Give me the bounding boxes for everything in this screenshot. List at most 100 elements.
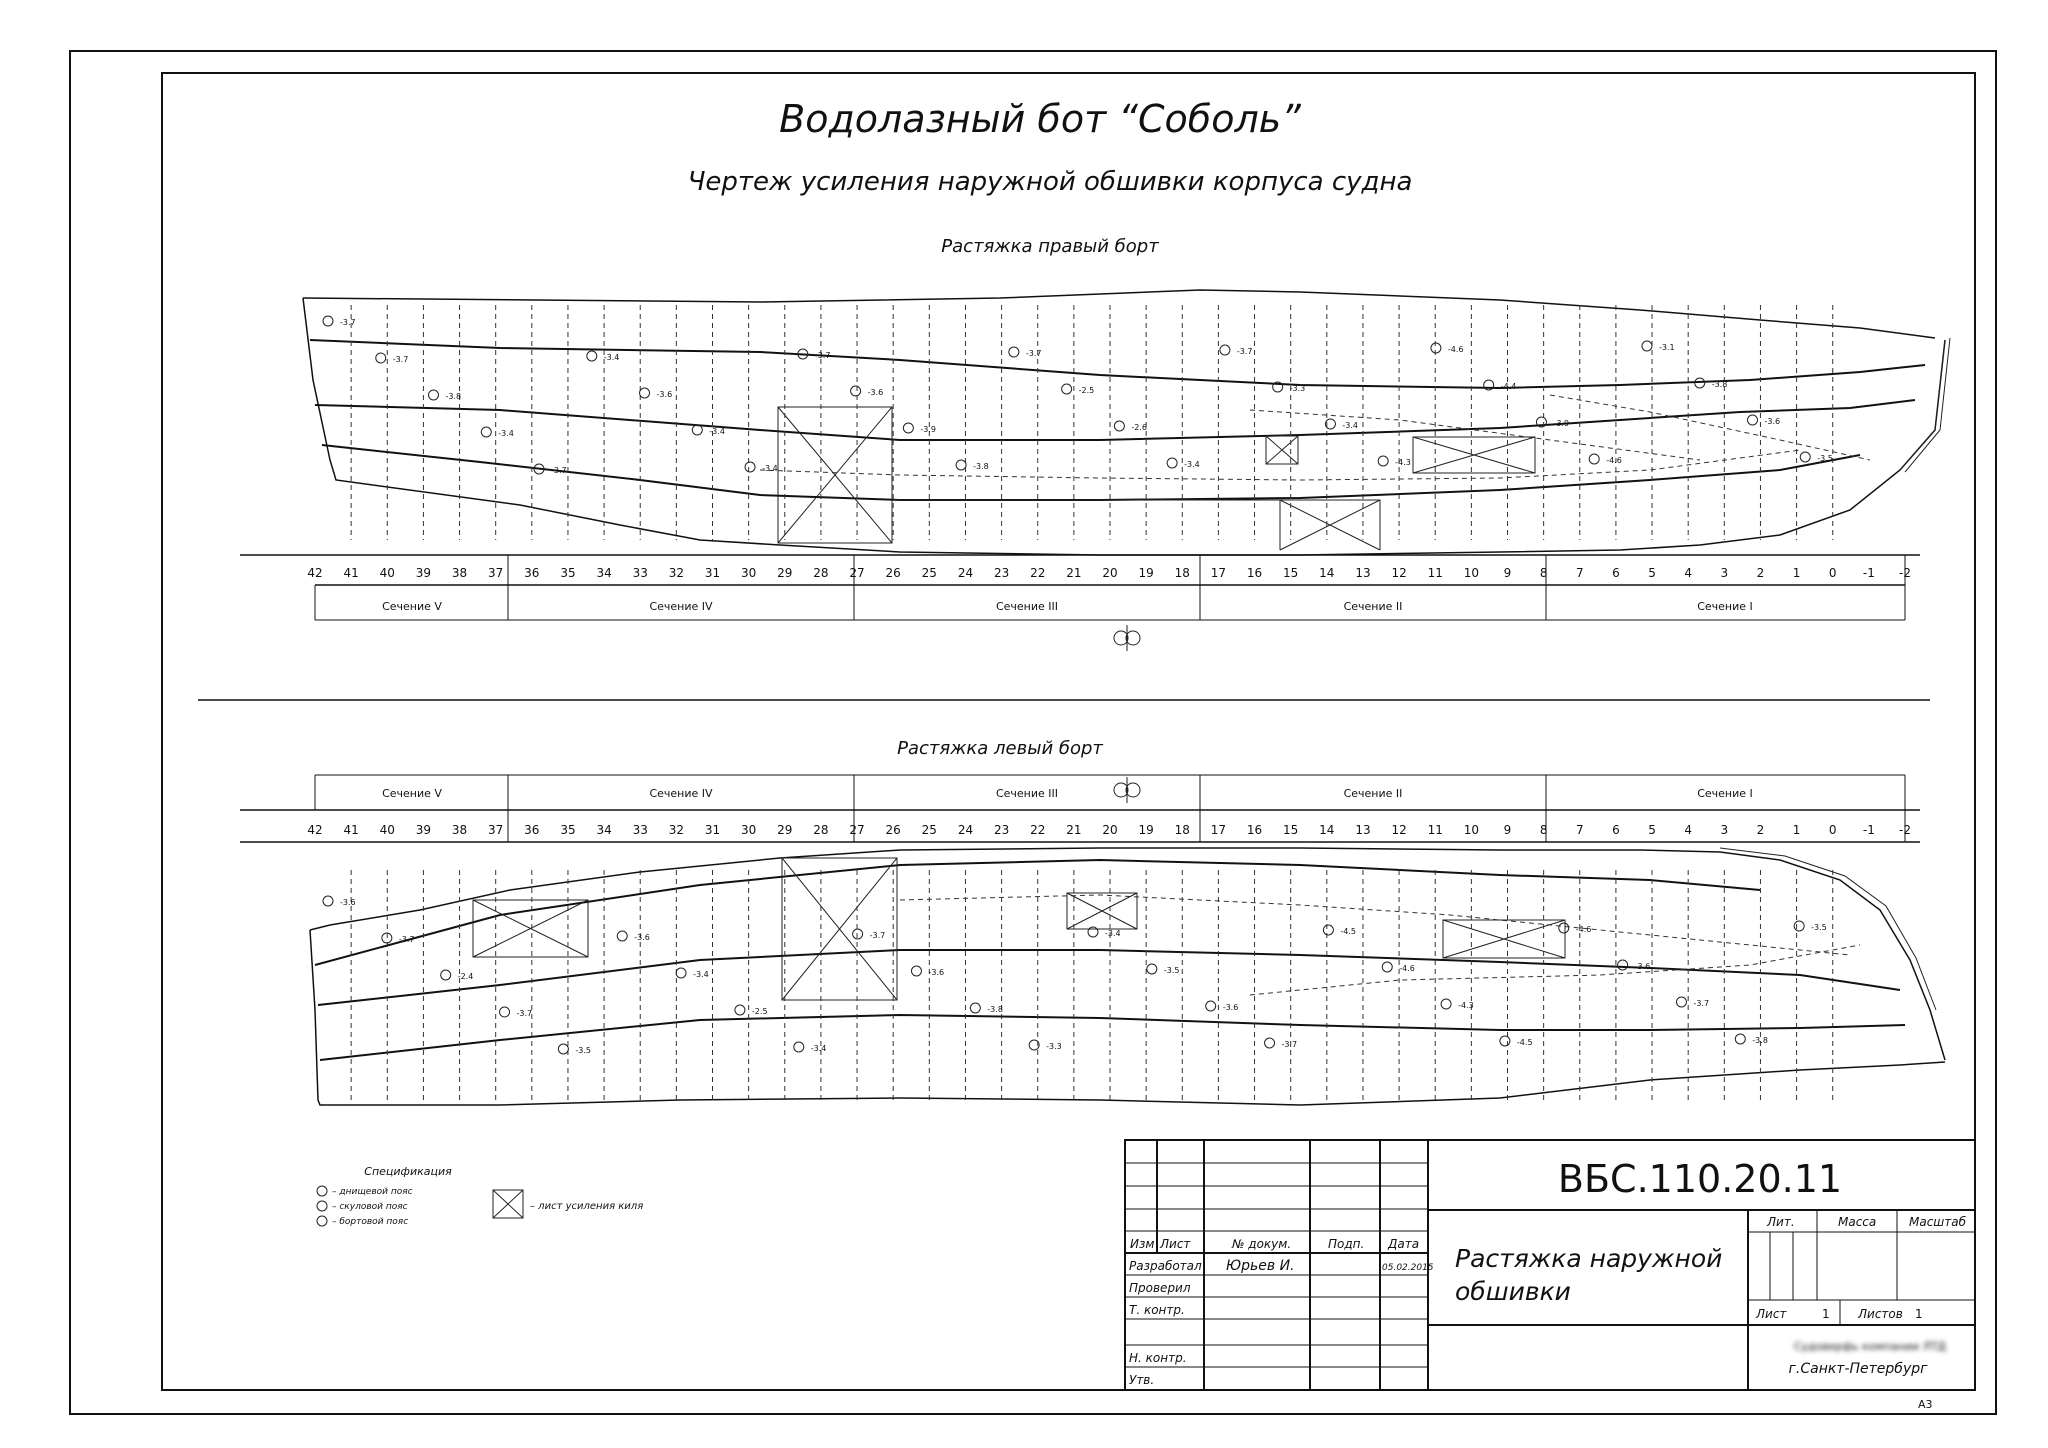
port-frame-10: 10 [1464,823,1479,837]
sb-thickness-label: -3.7 [551,466,567,475]
tb-org: Судоверфь компании ЛТД [1794,1340,1947,1353]
port-frame-29: 29 [777,823,792,837]
title-block: Изм Лист № докум. Подп. Дата Разработал … [1124,1139,1976,1411]
legend-item-3: – бортовой пояс [332,1217,408,1227]
sb-frame-35: 35 [560,566,575,580]
sb-frame-1: 1 [1793,566,1801,580]
sb-thickness-label: -3.8 [446,392,462,401]
sb-rivet-mark [1272,381,1284,393]
sb-frame-33: 33 [633,566,648,580]
sb-frame-11: 11 [1428,566,1443,580]
port-frame-17: 17 [1211,823,1226,837]
port-rivet-mark [852,928,864,940]
sb-frame-37: 37 [488,566,503,580]
sb-frame-21: 21 [1066,566,1081,580]
port-frame-15: 15 [1283,823,1298,837]
port-frame-23: 23 [994,823,1009,837]
sb-frame-31: 31 [705,566,720,580]
sb-frame-9: 9 [1504,566,1512,580]
port-frame-41: 41 [343,823,358,837]
sb-rivet-mark [1219,344,1231,356]
sb-frame-27: 27 [849,566,864,580]
port-frame-30: 30 [741,823,756,837]
port-section-1: Сечение I [1697,787,1753,800]
sb-frame-13: 13 [1355,566,1370,580]
port-rivet-mark [1146,963,1158,975]
port-rivet-mark [381,932,393,944]
tb-developer: Юрьев И. [1226,1258,1295,1274]
sb-frame-3: 3 [1720,566,1728,580]
port-thickness-label: -3.6 [1635,962,1651,971]
legend-side-belt-icon [316,1215,328,1227]
port-rivet-mark [616,930,628,942]
port-rivet-mark [793,1041,805,1053]
sb-thickness-label: -2.5 [1079,386,1095,395]
sb-frame-36: 36 [524,566,539,580]
sb-rivet-mark [744,461,756,473]
sb-rivet-mark [1377,455,1389,467]
port-thickness-label: -4.3 [1458,1001,1474,1010]
port-rivet-mark [1675,996,1687,1008]
port-frame--1: -1 [1863,823,1875,837]
port-thickness-label: -3.5 [575,1046,591,1055]
sb-rivet-mark [1061,383,1073,395]
sb-thickness-label: -3.4 [604,353,620,362]
tb-row-approve: Утв. [1129,1373,1154,1387]
tb-col-sign: Подп. [1328,1237,1364,1251]
port-section-4: Сечение IV [649,787,713,800]
sb-rivet-mark [797,348,809,360]
sb-rivet-mark [955,459,967,471]
inner-frame [161,72,1976,1391]
port-thickness-label: -3.7 [399,935,415,944]
legend-item-1: – днищевой пояс [332,1187,413,1197]
tb-row-dev: Разработал [1129,1259,1202,1273]
sb-frame-42: 42 [307,566,322,580]
port-frame-25: 25 [922,823,937,837]
port-hull [309,847,1946,1106]
starboard-thickness-notes: -3.7-3.7-3.8-3.4-3.7-3.4-3.6-3.4-3.4-3.7… [322,315,1833,475]
sb-frame-23: 23 [994,566,1009,580]
sb-frame-8: 8 [1540,566,1548,580]
port-frame-19: 19 [1138,823,1153,837]
sb-frame-7: 7 [1576,566,1584,580]
port-rivet-mark [557,1043,569,1055]
legend-keel-box-icon [492,1189,524,1219]
sb-section-3: Сечение III [996,600,1058,613]
tb-date: 05.02.2015 [1382,1263,1434,1273]
tb-name-line2: обшивки [1455,1277,1571,1306]
sb-frame-10: 10 [1464,566,1479,580]
sb-frame-16: 16 [1247,566,1262,580]
tb-designation: ВБС.110.20.11 [1558,1157,1842,1201]
legend-box-label: – лист усиления киля [530,1201,643,1212]
sb-rivet-mark [902,422,914,434]
tb-col-izm: Изм [1130,1237,1154,1251]
sb-thickness-label: -3.4 [498,429,514,438]
sb-rivet-mark [1483,379,1495,391]
sb-rivet-mark [1324,418,1336,430]
port-section-3: Сечение III [996,787,1058,800]
tb-row-ncontr: Н. контр. [1129,1351,1187,1365]
tb-city: г.Санкт-Петербург [1789,1361,1929,1377]
tb-row-tcontr: Т. контр. [1129,1303,1185,1317]
port-frame-2: 2 [1757,823,1765,837]
port-rivet-mark [499,1006,511,1018]
port-rivet-mark [1440,998,1452,1010]
port-thickness-label: -4.5 [1340,927,1356,936]
port-thickness-label: -3.7 [870,931,886,940]
sb-thickness-label: -3.4 [762,464,778,473]
port-thickness-label: -3.3 [1046,1042,1062,1051]
port-frame-9: 9 [1504,823,1512,837]
port-frame-6: 6 [1612,823,1620,837]
port-thickness-label: -3.4 [811,1044,827,1053]
sb-rivet-mark [1535,416,1547,428]
tb-format: А3 [1918,1398,1933,1411]
sb-frame-2: 2 [1757,566,1765,580]
sb-rivet-mark [322,315,334,327]
port-thickness-notes: -3.6-3.7-2.4-3.7-3.5-3.6-3.4-2.5-3.4-3.7… [322,895,1827,1055]
tb-row-check: Проверил [1129,1281,1191,1295]
port-rivet-mark [440,969,452,981]
sb-rivet-mark [1694,377,1706,389]
port-rivet-mark [1087,926,1099,938]
